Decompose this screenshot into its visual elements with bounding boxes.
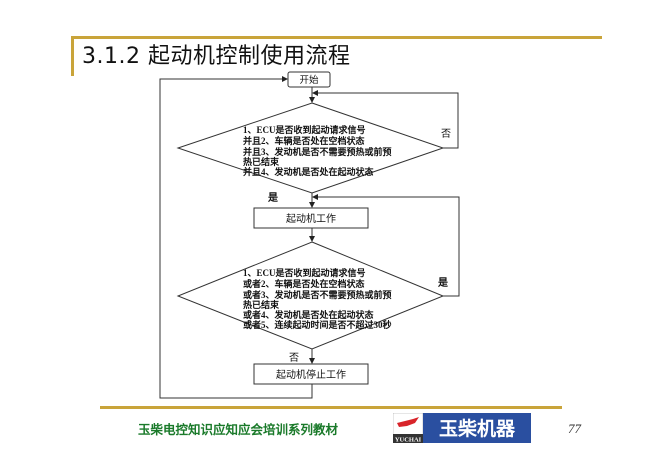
decision2-line: 热已结束 [243, 299, 280, 310]
logo-emblem-icon [397, 417, 419, 427]
decision1-line: 并且3、发动机是否不需要预热或前预 [243, 146, 392, 157]
decision1-line: 热已结束 [243, 156, 280, 167]
process1-node [253, 207, 369, 229]
no-label: 否 [441, 128, 451, 140]
process2-node [253, 363, 369, 385]
process1-label: 起动机工作 [286, 212, 336, 225]
decision2-line: 或者4、发动机是否处在起动状态 [243, 309, 374, 320]
decision2-line: 1、ECU是否收到起动请求信号 [243, 267, 366, 278]
start-node [287, 71, 331, 88]
page-number: 77 [568, 421, 581, 436]
decision1-line: 1、ECU是否收到起动请求信号 [243, 124, 366, 135]
decision2-line: 或者5、连续起动时间是否不超过30秒 [243, 319, 392, 330]
decision1-line: 并且4、发动机是否处在起动状态 [243, 166, 374, 177]
return-connector [159, 76, 313, 399]
svg-text:YUCHAI: YUCHAI [395, 437, 422, 444]
yes-label: 是 [267, 192, 278, 204]
decision2-line: 或者2、车辆是否处在空档状态 [243, 278, 365, 289]
svg-text:玉柴机器: 玉柴机器 [439, 417, 516, 440]
process2-label: 起动机停止工作 [276, 368, 346, 381]
title-left-rule [71, 36, 74, 76]
yuchai-logo: YUCHAI 玉柴机器 [393, 413, 531, 443]
no-label: 否 [289, 352, 299, 364]
slide-title: 3.1.2 起动机控制使用流程 [82, 44, 351, 69]
no-loop-connector [312, 90, 459, 149]
footer-rule [100, 406, 562, 409]
start-label: 开始 [299, 74, 319, 86]
title-top-rule [72, 36, 602, 39]
decision1-line: 并且2、车辆是否处在空档状态 [243, 135, 365, 146]
yes-label: 是 [437, 277, 448, 289]
footer-text: 玉柴电控知识应知应会培训系列教材 [138, 422, 339, 437]
yes-loop-connector [312, 194, 460, 297]
decision2-line: 或者3、发动机是否不需要预热或前预 [243, 289, 392, 300]
